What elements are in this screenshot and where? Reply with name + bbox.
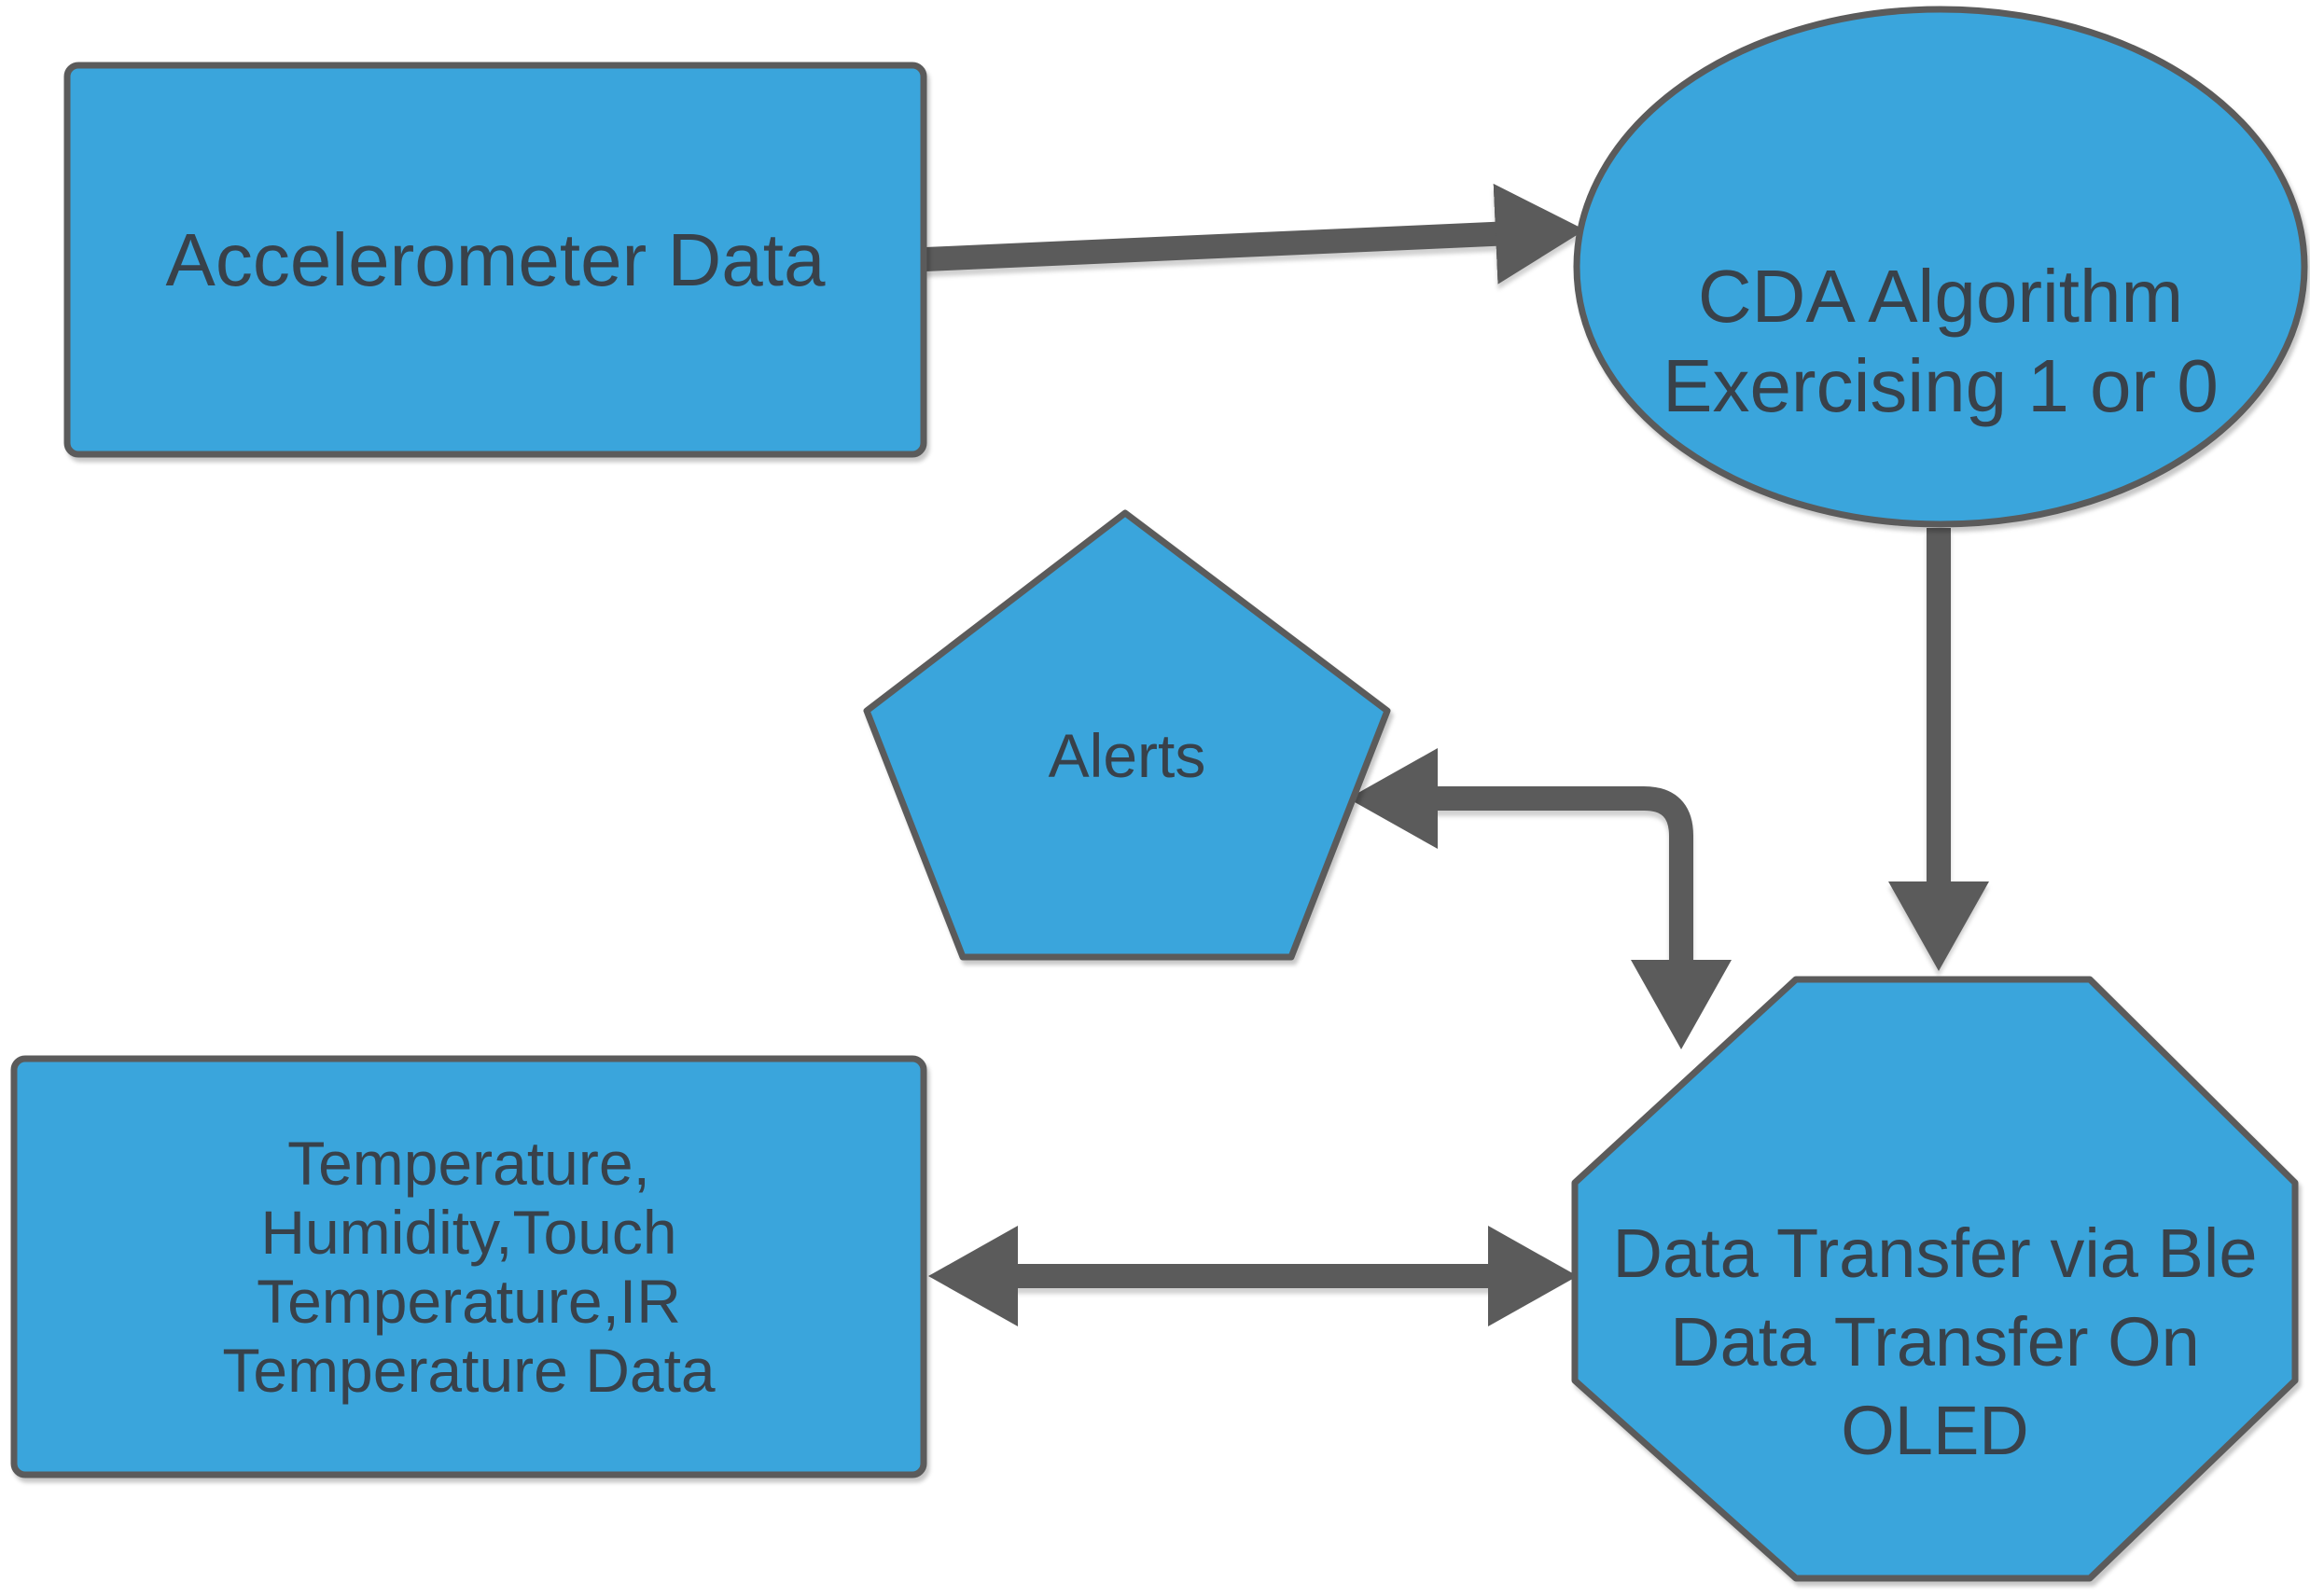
node-transfer-octagon bbox=[1571, 976, 2299, 1582]
node-accelerometer-rectangle bbox=[63, 62, 927, 458]
node-sensors-rectangle bbox=[10, 1055, 927, 1478]
edge-transfer-to-alerts-elbow bbox=[1400, 786, 1693, 997]
node-alerts-pentagon bbox=[863, 509, 1391, 961]
edge-accelerometer-to-cda bbox=[925, 183, 1585, 285]
node-cda-ellipse bbox=[1573, 6, 2308, 528]
